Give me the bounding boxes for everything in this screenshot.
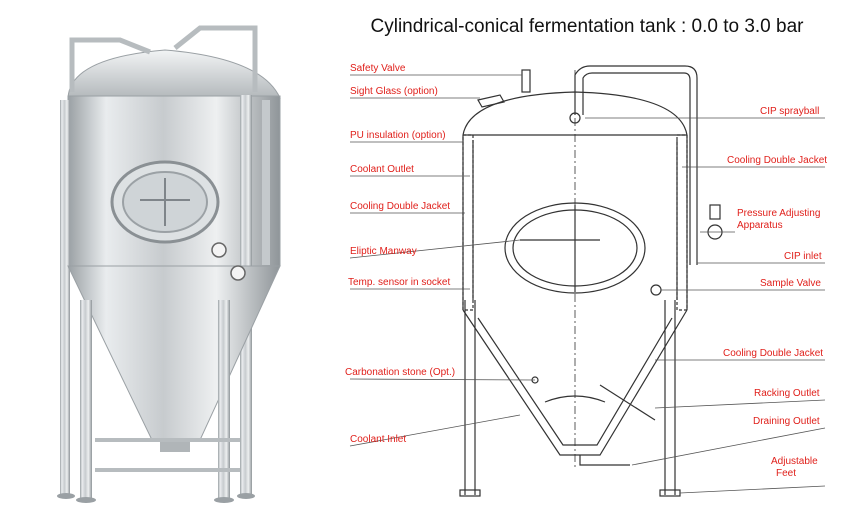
label-apparatus: Apparatus <box>737 220 783 231</box>
label-cip-sprayball: CIP sprayball <box>760 106 820 117</box>
label-temp-sensor: Temp. sensor in socket <box>348 277 451 288</box>
label-sight-glass: Sight Glass (option) <box>350 86 438 97</box>
label-feet: Feet <box>776 468 797 479</box>
label-safety-valve: Safety Valve <box>350 63 406 74</box>
label-coolant-outlet: Coolant Outlet <box>350 164 414 175</box>
label-cip-inlet: CIP inlet <box>784 251 822 262</box>
label-cooling-double-jacket-left: Cooling Double Jacket <box>350 201 451 212</box>
label-cooling-double-jacket-right-top: Cooling Double Jacket <box>727 155 828 166</box>
label-coolant-inlet: Coolant Inlet <box>350 434 407 445</box>
label-adjustable: Adjustable <box>771 456 818 467</box>
label-cooling-double-jacket-right-bottom: Cooling Double Jacket <box>723 348 824 359</box>
label-draining-outlet: Draining Outlet <box>753 416 820 427</box>
label-racking-outlet: Racking Outlet <box>754 388 820 399</box>
label-pu-insulation: PU insulation (option) <box>350 130 446 141</box>
label-pressure-adjusting: Pressure Adjusting <box>737 208 821 219</box>
label-sample-valve: Sample Valve <box>760 278 821 289</box>
diagram-title: Cylindrical-conical fermentation tank : … <box>370 16 804 37</box>
label-carbonation-stone: Carbonation stone (Opt.) <box>345 367 456 378</box>
label-eliptic-manway: Eliptic Manway <box>350 246 417 257</box>
